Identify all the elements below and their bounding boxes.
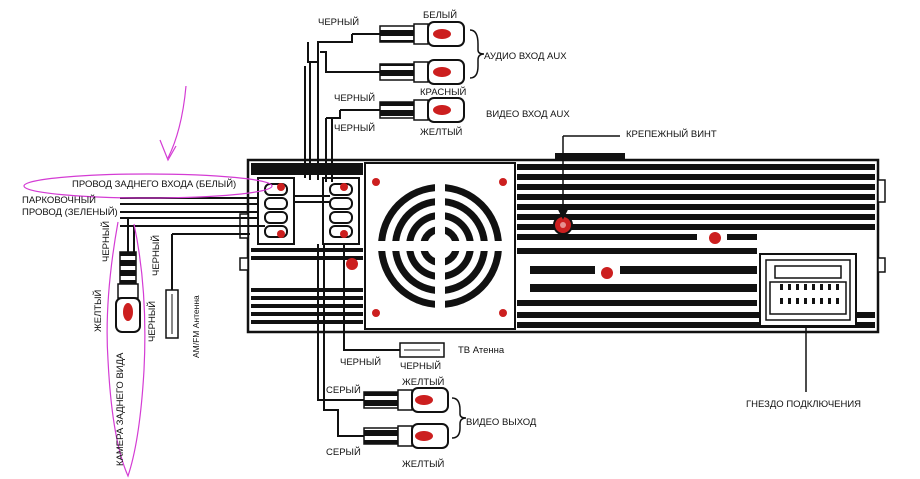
tv-antenna-plug <box>399 342 445 358</box>
left-terminal-block <box>257 177 295 245</box>
label-rear-camera: КАМЕРА ЗАДНЕГО ВИДА <box>115 352 126 466</box>
label-white: БЕЛЫЙ <box>423 10 458 21</box>
label-amfm-antenna: AM/FM Антенна <box>191 295 201 358</box>
screw-dots <box>346 215 721 279</box>
right-terminal-block <box>322 177 360 245</box>
audio-brace <box>469 29 485 79</box>
video-out-brace <box>451 397 467 439</box>
fan-panel <box>364 162 516 330</box>
label-mount-screw: КРЕПЕЖНЫЙ ВИНТ <box>626 129 717 140</box>
label-grey-1: СЕРЫЙ <box>326 385 361 396</box>
label-black-camera: ЧЕРНЫЙ <box>101 220 112 262</box>
label-yellow-out-2: ЖЕЛТЫЙ <box>402 459 445 470</box>
label-parking-wire-2: ПРОВОД (ЗЕЛЕНЫЙ) <box>22 207 118 218</box>
connector-socket <box>759 253 857 327</box>
label-black-video: ЧЕРНЫЙ <box>334 93 376 104</box>
rca-plug-camera <box>115 251 141 333</box>
left-cooling-fins <box>251 163 363 324</box>
label-black-audio: ЧЕРНЫЙ <box>318 17 360 28</box>
label-connector-socket: ГНЕЗДО ПОДКЛЮЧЕНИЯ <box>746 399 862 410</box>
label-video-out: ВИДЕО ВЫХОД <box>466 417 537 428</box>
amfm-antenna-plug <box>165 289 179 339</box>
rca-plug-video-out-1 <box>363 387 449 413</box>
label-parking-wire-1: ПАРКОВОЧНЫЙ <box>22 195 96 206</box>
label-rear-input-wire: ПРОВОД ЗАДНЕГО ВХОДА (БЕЛЫЙ) <box>72 179 237 190</box>
label-black-video-2: ЧЕРНЫЙ <box>334 123 376 134</box>
label-yellow-out-1: ЖЕЛТЫЙ <box>402 377 445 388</box>
rca-plug-white <box>379 21 465 47</box>
label-black-tv-2: ЧЕРНЫЙ <box>400 361 442 372</box>
rca-plug-video-in <box>379 97 465 123</box>
label-black-tv: ЧЕРНЫЙ <box>340 357 382 368</box>
wires <box>120 33 400 437</box>
magenta-annotation <box>23 85 273 478</box>
right-cooling-fins <box>517 164 875 328</box>
label-video-in-aux: ВИДЕО ВХОД AUX <box>486 109 570 120</box>
rca-plug-red <box>379 59 465 85</box>
leader-lines <box>557 135 807 392</box>
label-tv-antenna: ТВ Атенна <box>458 345 505 356</box>
label-yellow-video-in: ЖЕЛТЫЙ <box>420 127 463 138</box>
label-grey-2: СЕРЫЙ <box>326 447 361 458</box>
label-audio-in-aux: АУДИО ВХОД AUX <box>484 51 567 62</box>
label-red: КРАСНЫЙ <box>420 87 467 98</box>
label-yellow-camera: ЖЕЛТЫЙ <box>93 289 104 332</box>
rca-plug-video-out-2 <box>363 423 449 449</box>
label-black-camera-2: ЧЕРНЫЙ <box>147 300 158 342</box>
label-black-antenna: ЧЕРНЫЙ <box>151 234 162 276</box>
